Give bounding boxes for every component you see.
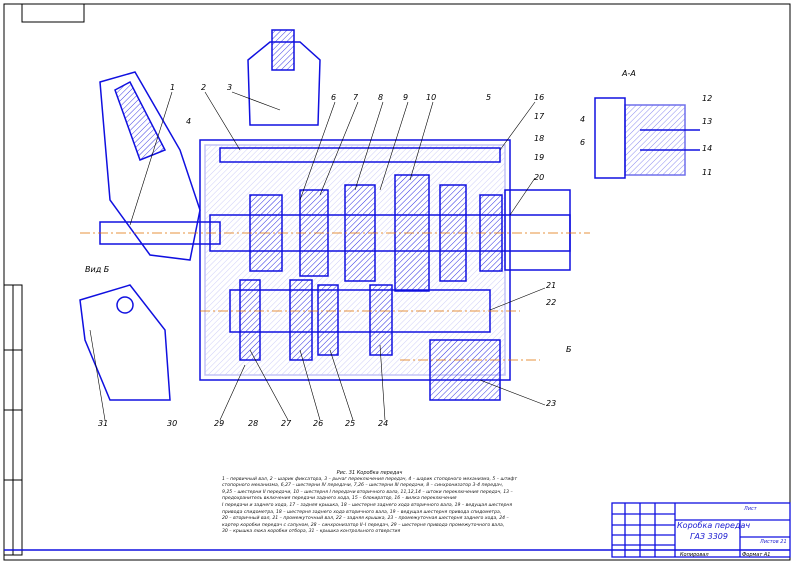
- callout: 11: [702, 168, 713, 177]
- caption-line: 9,25 – шестерни II передачи, 10 – шестер…: [222, 489, 513, 495]
- callout: 20: [534, 173, 545, 182]
- figure-caption: Рис. 31 Коробка передач 1 – первичный ва…: [222, 470, 517, 536]
- gearbox-case: [199, 139, 511, 381]
- callout: 17: [534, 112, 545, 121]
- callout: 1: [170, 83, 176, 92]
- caption-line: привода спидометра, 18 – шестерня заднег…: [222, 509, 502, 515]
- callout: 25: [345, 419, 356, 428]
- view-b-cover: [79, 284, 171, 401]
- arrow-b-label: Б: [566, 345, 572, 354]
- callout: 2: [201, 83, 207, 92]
- centerlines: [80, 232, 590, 361]
- callout: 27: [281, 419, 292, 428]
- callout: 18: [534, 134, 545, 143]
- callout: 6: [580, 138, 586, 147]
- callout: 14: [702, 144, 713, 153]
- callout: 5: [486, 93, 492, 102]
- section-aa-label: А-А: [622, 69, 636, 78]
- callout: 12: [702, 94, 713, 103]
- callout: 24: [378, 419, 389, 428]
- callout: 3: [227, 83, 233, 92]
- caption-line: 1 – первичный вал, 2 – шарик фиксатора, …: [222, 476, 517, 482]
- title-sheet-label: Лист: [744, 506, 757, 512]
- callout: 6: [331, 93, 337, 102]
- callout: 26: [313, 419, 324, 428]
- caption-line: 30 – крышка люка коробки отбора, 31 – кр…: [222, 529, 401, 535]
- callout: 22: [546, 298, 557, 307]
- section-aa-housing: [594, 97, 626, 179]
- callout: 13: [702, 117, 713, 126]
- corner-stamp: [21, 3, 85, 23]
- leader-lines: [89, 91, 546, 421]
- shift-lever-housing: [247, 41, 321, 126]
- transmission-section: [79, 29, 700, 401]
- shift-rail: [219, 147, 501, 163]
- caption-line: I передачи и заднего хода, 17 – задняя к…: [222, 502, 513, 508]
- title-sheets: Листов 21: [760, 539, 787, 545]
- outer-frame: [3, 3, 791, 561]
- callout: 9: [403, 93, 409, 102]
- caption-line: картер коробки передач с сапуном, 28 – с…: [222, 522, 505, 528]
- callout: 8: [378, 93, 384, 102]
- title-copied: Копировал: [680, 552, 709, 558]
- caption-line: предохранитель включения передачи заднег…: [222, 496, 457, 502]
- callout: 16: [534, 93, 545, 102]
- title-name-line2: ГАЗ 3309: [690, 532, 728, 541]
- callout: 4: [580, 115, 586, 124]
- callout: 19: [534, 153, 545, 162]
- callout: 21: [546, 281, 557, 290]
- callout: 30: [167, 419, 178, 428]
- callout: 28: [248, 419, 259, 428]
- caption-line: 20 – вторичный вал, 21 – промежуточный в…: [222, 516, 509, 522]
- callout: 23: [546, 399, 557, 408]
- caption-title: Рис. 31 Коробка передач: [336, 470, 403, 476]
- callout: 7: [353, 93, 359, 102]
- rear-cover: [504, 189, 571, 271]
- callout: 10: [426, 93, 437, 102]
- callout: 29: [214, 419, 225, 428]
- callout: 4: [186, 117, 192, 126]
- callout: 31: [98, 419, 109, 428]
- title-block: [4, 502, 791, 558]
- caption-line: стопорного механизма, 6,27 – шестерни IV…: [222, 483, 504, 489]
- view-b-label: Вид Б: [85, 265, 110, 274]
- title-format: Формат А1: [742, 552, 771, 558]
- reverse-idler: [429, 339, 501, 401]
- clutch-housing: [99, 71, 201, 261]
- title-name-line1: Коробка передач: [677, 521, 751, 530]
